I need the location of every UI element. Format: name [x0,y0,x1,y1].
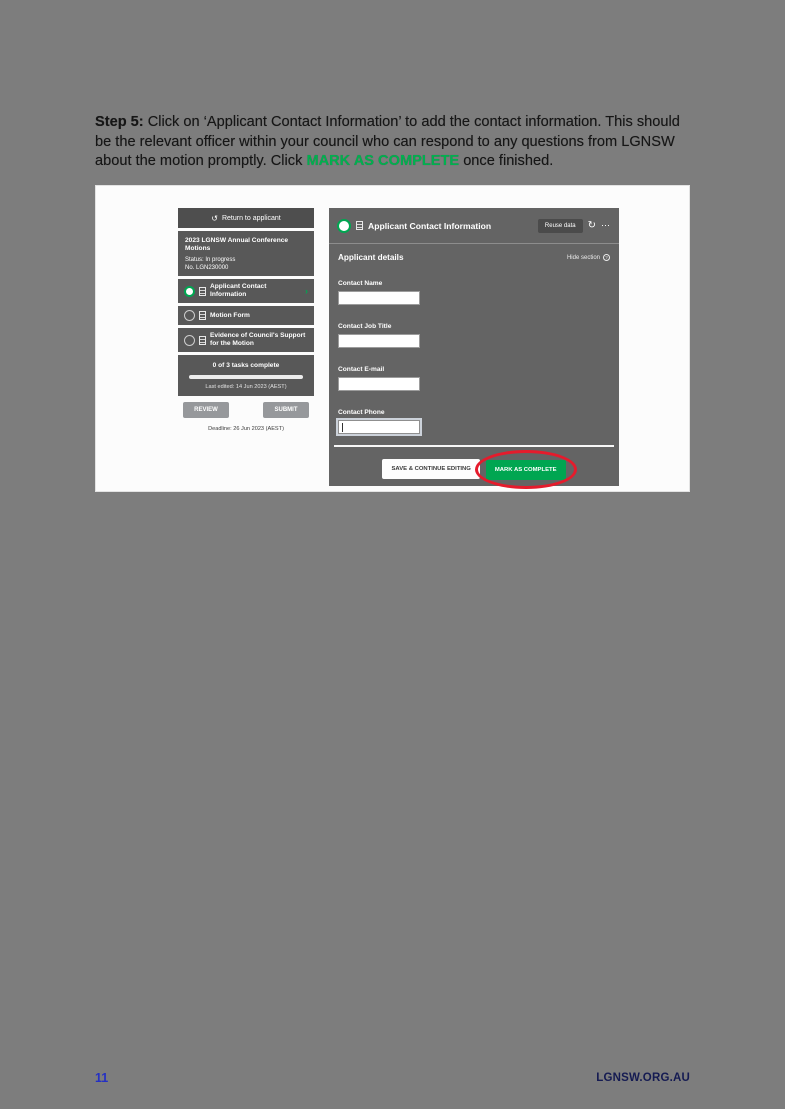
instruction-text: Click on ‘Applicant Contact Information’… [95,114,680,169]
back-icon: ↺ [211,213,218,223]
form-title: Applicant Contact Information [368,220,492,231]
sidebar-actions: REVIEW SUBMIT [178,402,314,418]
contact-name-label: Contact Name [338,280,383,287]
page-number: 11 [95,1071,109,1085]
form-header: ✓ Applicant Contact Information Reuse da… [329,208,619,244]
last-edited-text: Last edited: 14 Jun 2023 (AEST) [205,384,287,390]
task-evidence-of-support[interactable]: ✓ Evidence of Council's Support for the … [178,328,314,352]
contact-email-input[interactable] [338,377,420,391]
submit-button[interactable]: SUBMIT [263,402,309,418]
form-page-icon [199,311,206,320]
embedded-screenshot: ↺ Return to applicant 2023 LGNSW Annual … [95,185,690,492]
hide-section-label: Hide section [566,254,600,261]
task-applicant-contact-information[interactable]: ✓ Applicant Contact Information › [178,279,314,303]
step-label: Step 5: [95,114,144,130]
check-circle-icon: ✓ [337,218,351,233]
task-status-circle-icon: ✓ [184,310,195,321]
contact-phone-label: Contact Phone [338,409,385,416]
contact-phone-input[interactable] [338,420,420,434]
tasklist-sidebar: ↺ Return to applicant 2023 LGNSW Annual … [178,208,314,432]
contact-job-title-label: Contact Job Title [338,323,392,330]
deadline-text: Deadline: 26 Jun 2023 (AEST) [208,426,284,432]
progress-bar [189,375,303,379]
task-label: Evidence of Council's Support for the Mo… [210,332,306,347]
return-to-applicant-link[interactable]: ↺ Return to applicant [178,208,314,228]
task-status-circle-icon: ✓ [184,285,195,297]
refresh-icon[interactable]: ↻ [587,219,596,231]
form-page-icon [199,286,206,296]
chevron-right-icon: › [305,286,308,296]
contact-job-title-input[interactable] [338,334,420,348]
submission-number: No. LGN230000 [185,265,229,271]
footer-divider [334,445,614,447]
contact-phone-field: Contact Phone [338,409,610,434]
save-continue-button[interactable]: SAVE & CONTINUE EDITING [382,459,480,479]
contact-name-field: Contact Name [338,280,610,305]
section-title: Applicant details [338,253,404,262]
contact-email-label: Contact E-mail [338,366,385,373]
form-page-icon [199,335,206,345]
task-status-circle-icon: ✓ [184,334,195,346]
page-icon [356,221,363,230]
info-icon: ? [603,254,610,261]
review-button[interactable]: REVIEW [183,402,229,418]
mark-complete-button[interactable]: MARK AS COMPLETE [485,460,566,480]
step-instructions: Step 5: Click on ‘Applicant Contact Info… [95,113,691,172]
submission-title: 2023 LGNSW Annual Conference Motions [185,237,289,252]
contact-email-field: Contact E-mail [338,366,610,391]
tasks-complete-text: 0 of 3 tasks complete [212,362,280,369]
footer-site-text: LGNSW.ORG.AU [596,1072,690,1084]
return-label: Return to applicant [221,214,281,222]
progress-section: 0 of 3 tasks complete Last edited: 14 Ju… [178,355,314,396]
submission-info: 2023 LGNSW Annual Conference Motions Sta… [178,231,314,276]
form-panel: ✓ Applicant Contact Information Reuse da… [329,208,619,489]
task-label: Motion Form [210,311,250,319]
overflow-menu-icon[interactable]: ⋯ [601,220,611,230]
task-motion-form[interactable]: ✓ Motion Form [178,306,314,325]
contact-name-input[interactable] [338,291,420,305]
section-header: Applicant details Hide section ? [338,253,610,262]
hide-section-link[interactable]: Hide section ? [567,254,610,261]
instruction-tail: once finished. [459,153,554,169]
task-label: Applicant Contact Information [210,283,267,298]
reuse-data-button[interactable]: Reuse data [537,218,583,233]
form-footer-actions: SAVE & CONTINUE EDITING MARK AS COMPLETE [338,447,610,489]
contact-job-title-field: Contact Job Title [338,323,610,348]
mark-complete-wrap: MARK AS COMPLETE [474,450,577,489]
submission-status: Status: In progress [185,257,236,263]
form-body: Applicant details Hide section ? Contact… [329,244,619,489]
mark-complete-highlight: MARK AS COMPLETE [306,153,460,169]
